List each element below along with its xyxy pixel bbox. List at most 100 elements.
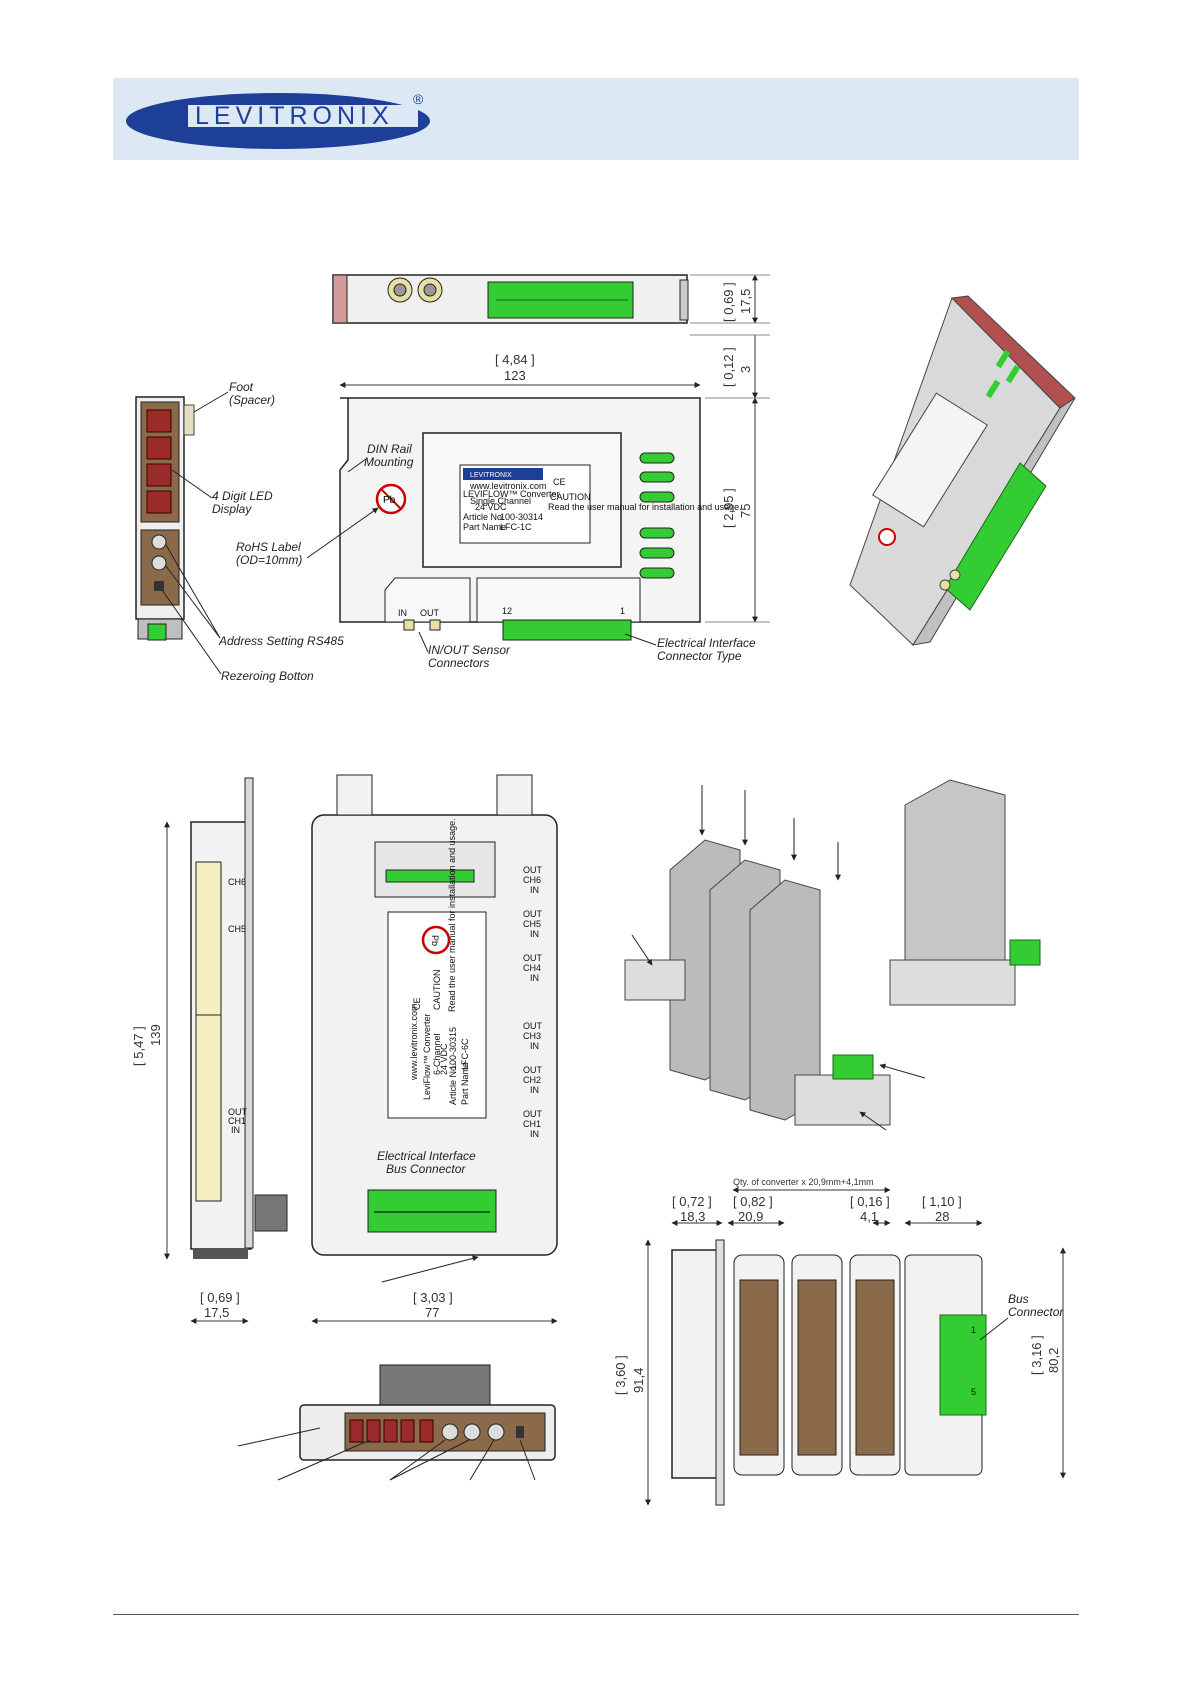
rail-d2-mm: 20,9: [738, 1209, 763, 1224]
single-3d-view: [849, 295, 1076, 646]
multi-dimensions: [ 5,47 ] 139 [ 0,69 ] 17,5 [ 3,03 ] 77: [131, 821, 558, 1324]
side-ch1-label: CH1: [228, 1116, 246, 1126]
logo-registered-mark: ®: [413, 91, 424, 107]
multi-sticker-article-no: 100-30315: [448, 1027, 458, 1070]
multi-sticker-url: www.levitronix.com: [409, 1003, 419, 1081]
rail-h1-mm: 91,4: [631, 1368, 646, 1393]
ch2-in: IN: [530, 1085, 539, 1095]
bus-connector-label-1: Electrical Interface: [377, 1149, 476, 1163]
footer-divider: [113, 1614, 1079, 1615]
multi-3d-assembly: [624, 779, 1041, 1131]
ch6-in: IN: [530, 885, 539, 895]
rohs-label-2: (OD=10mm): [236, 553, 302, 567]
side-in-label: IN: [231, 1125, 240, 1135]
multi-width-mm: 77: [425, 1305, 439, 1320]
led-display-label-2: Display: [212, 502, 252, 516]
multi-height-in: [ 5,47 ]: [131, 1026, 146, 1066]
depth-in: [ 0,69 ]: [721, 282, 736, 322]
ch6-out: OUT: [523, 865, 543, 875]
ch6-ch: CH6: [523, 875, 541, 885]
rail-d3-in: [ 0,16 ]: [850, 1194, 890, 1209]
electrical-interface-label-2: Connector Type: [657, 649, 742, 663]
multi-front-view: www.levitronix.com LeviFlow™ Converter 6…: [311, 774, 558, 1283]
width-in: [ 4,84 ]: [495, 352, 535, 367]
sticker-caution: CAUTION: [550, 492, 591, 502]
height-in: [ 2,95 ]: [721, 488, 736, 528]
pin-1-label: 1: [620, 606, 625, 616]
levitronix-logo: LEVITRONIX ®: [126, 91, 430, 149]
in-label: IN: [398, 608, 407, 618]
rail-d3-mm: 4,1: [860, 1209, 878, 1224]
rail-d4-in: [ 1,10 ]: [922, 1194, 962, 1209]
inout-sensor-label-1: IN/OUT Sensor: [428, 643, 511, 657]
sticker-product: LEVIFLOW™ Converter: [463, 489, 560, 499]
sticker-part-label: Part Name: [463, 522, 506, 532]
multi-side-view: CH6 CH5 OUT CH1 IN: [190, 777, 288, 1259]
ch4-in: IN: [530, 973, 539, 983]
width-mm: 123: [504, 368, 526, 383]
inout-sensor-label-2: Connectors: [428, 656, 489, 670]
sticker-url: www.levitronix.com: [469, 481, 547, 491]
rail-module-1: [733, 1254, 785, 1476]
rezeroing-label: Rezeroing Botton: [221, 669, 314, 683]
multi-sticker-product: LeviFlow™ Converter: [422, 1013, 432, 1100]
multi-depth-in: [ 0,69 ]: [200, 1290, 240, 1305]
foot-label: Foot: [229, 380, 254, 394]
rail-h2-mm: 80,2: [1046, 1348, 1061, 1373]
rail-front-view: 1 5 Bus Connector: [671, 1239, 1064, 1506]
sticker-channel: Single Channel: [470, 496, 531, 506]
height-mm: 75: [738, 504, 753, 518]
multi-bottom-view: [237, 1364, 556, 1481]
multi-sticker-part-label: Part Name: [460, 1062, 470, 1105]
foot-in: [ 0,12 ]: [721, 347, 736, 387]
multi-height-mm: 139: [148, 1024, 163, 1046]
ch5-out: OUT: [523, 909, 543, 919]
sticker-article-label: Article No.: [463, 512, 505, 522]
rail-h1-in: [ 3,60 ]: [613, 1355, 628, 1395]
rail-d1-in: [ 0,72 ]: [672, 1194, 712, 1209]
sticker-brand: LEVITRONIX: [470, 472, 512, 479]
single-dimensions: [ 4,84 ] 123 [ 2,95 ] 75 [ 0,69 ] 17,5 […: [339, 274, 770, 623]
pb-label: Pb: [383, 495, 396, 506]
foot-mm: 3: [738, 366, 753, 373]
multi-depth-mm: 17,5: [204, 1305, 229, 1320]
pin-12-label: 12: [502, 606, 512, 616]
rail-h2-in: [ 3,16 ]: [1029, 1335, 1044, 1375]
bus-pin-5: 5: [971, 1387, 976, 1397]
rail-module-3: [849, 1254, 901, 1476]
multi-sticker-article-label: Article No.: [448, 1063, 458, 1105]
side-ch6-label: CH6: [228, 877, 246, 887]
rail-dimensions: Qty. of converter x 20,9mm+4,1mm [ 0,72 …: [613, 1177, 1066, 1506]
rail-end-block: 1 5: [904, 1254, 987, 1476]
ch3-ch: CH3: [523, 1031, 541, 1041]
ce-mark: CE: [553, 477, 566, 487]
ch2-out: OUT: [523, 1065, 543, 1075]
side-out-label: OUT: [228, 1107, 248, 1117]
out-label: OUT: [420, 608, 440, 618]
single-front-view: IN OUT 12 1 LEVITRONIX www.levitronix.co…: [339, 397, 742, 641]
rail-d1-mm: 18,3: [680, 1209, 705, 1224]
multi-sticker-caution-text: Read the user manual for installation an…: [447, 818, 457, 1012]
single-side-view: [135, 396, 195, 641]
multi-ce-mark: CE: [412, 997, 422, 1010]
side-ch5-label: CH5: [228, 924, 246, 934]
electrical-interface-label-1: Electrical Interface: [657, 636, 756, 650]
ch1-ch: CH1: [523, 1119, 541, 1129]
rail-module-2: [791, 1254, 843, 1476]
ch3-in: IN: [530, 1041, 539, 1051]
logo-text: LEVITRONIX: [195, 102, 394, 130]
rohs-label-1: RoHS Label: [236, 540, 301, 554]
ch3-out: OUT: [523, 1021, 543, 1031]
single-callouts: Foot (Spacer) 4 Digit LED Display DIN Ra…: [161, 380, 756, 683]
header-banner: LEVITRONIX ®: [113, 78, 1079, 160]
led-display-label-1: 4 Digit LED: [212, 489, 273, 503]
din-rail-label-1: DIN Rail: [367, 442, 412, 456]
sticker-part-name: LFC-1C: [500, 522, 532, 532]
ch1-in: IN: [530, 1129, 539, 1139]
single-top-view: [332, 274, 689, 324]
multi-sticker-caution: CAUTION: [432, 970, 442, 1011]
ch5-ch: CH5: [523, 919, 541, 929]
multi-sticker-channel: 6-Channel: [432, 1033, 442, 1075]
sticker-voltage: 24 VDC: [475, 502, 507, 512]
